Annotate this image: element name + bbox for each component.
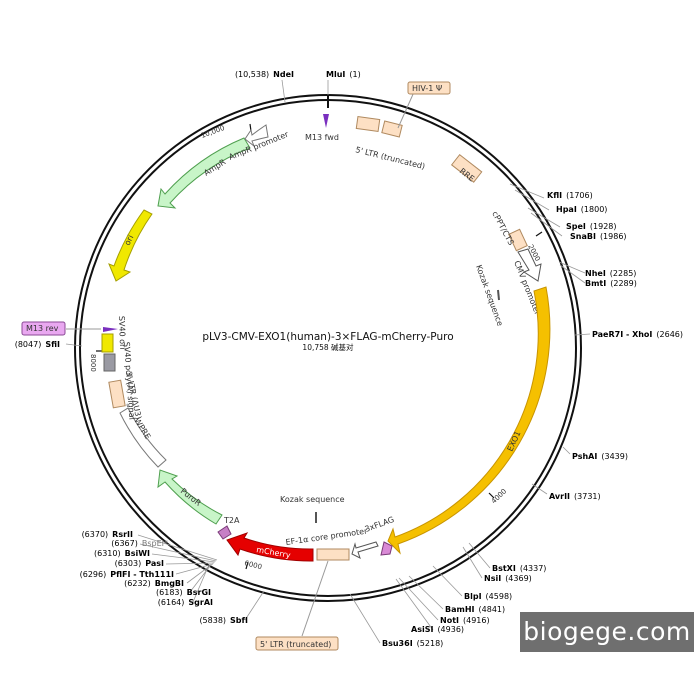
site-snabi: SnaBI(1986) [570, 232, 627, 241]
ltr3-box [108, 379, 126, 409]
site-avrii: AvrII(3731) [549, 492, 601, 501]
site-kfli: KflI(1706) [547, 191, 593, 200]
ef1a-label: EF-1α core promoter [285, 526, 369, 546]
site-spei: SpeI(1928) [566, 222, 617, 231]
site-rsrii: (6370)RsrII [82, 530, 133, 539]
sv40polya-label: SV40 poly(A) signal [122, 342, 136, 421]
mcherry-arrow [226, 532, 314, 562]
flag-marker [380, 541, 393, 556]
wpre-arrow [119, 407, 167, 468]
tick-label-10000: 10,000 [200, 124, 226, 140]
site-bspei: (6367)BspEI* [111, 539, 168, 548]
watermark-box [520, 612, 694, 652]
ampr-arrow [157, 137, 251, 209]
site-noti: NotI(4916) [440, 616, 490, 625]
sv40ori-box [101, 333, 114, 353]
site-bmti: BmtI(2289) [585, 279, 637, 288]
site-nhei: NheI(2285) [585, 269, 636, 278]
plasmid-title: pLV3-CMV-EXO1(human)-3×FLAG-mCherry-Puro [202, 331, 453, 343]
tick-marks [96, 123, 543, 570]
flag-label: 3xFLAG [364, 515, 396, 534]
cppt-box [508, 228, 528, 252]
site-asisi: AsiSI(4936) [411, 625, 464, 634]
site-bsiwi: (6310)BsiWI [94, 549, 150, 558]
site-pshai: PshAI(3439) [572, 452, 628, 461]
site-hpai: HpaI(1800) [556, 205, 607, 214]
ef1a-box [316, 548, 350, 561]
cmv-promoter-arrow [517, 248, 542, 282]
sv40ori-label: SV40 ori [117, 316, 127, 350]
m13-fwd-primer [323, 114, 329, 128]
tick-4000 [488, 492, 495, 499]
site-bsu36i: Bsu36I(5218) [382, 639, 443, 648]
restriction-sites: (10,538)NdeI MluI(1) KflI(1706) HpaI(180… [15, 70, 683, 648]
site-bamhi: BamHI(4841) [445, 605, 505, 614]
ltr5-trunc-box-b [381, 120, 403, 138]
m13-fwd-label: M13 fwd [305, 133, 339, 142]
ltr5-lower-label: 5' LTR (truncated) [260, 640, 331, 649]
sv40polya-box [103, 353, 116, 372]
kozak-upper-mark [497, 289, 500, 301]
ltr5-lower-leader [301, 560, 329, 637]
site-ndei: (10,538)NdeI [235, 70, 294, 79]
watermark-text: biogege.com [523, 617, 691, 646]
ltr5-trunc-label: 5' LTR (truncated) [355, 145, 426, 171]
kozak-lower-label: Kozak sequence [280, 495, 345, 504]
ltr5-trunc-box-a [355, 115, 381, 133]
tick-label-4000: 4000 [490, 487, 508, 505]
m13-rev-label: M13 rev [26, 324, 59, 333]
ori-arrow [108, 209, 153, 282]
hiv-leader [397, 91, 415, 129]
tick-2000 [535, 231, 543, 237]
ori-label: ori [123, 234, 136, 247]
cppt-label: cPPT/CTS [490, 210, 515, 247]
site-pflfi: (6296)PflFI - Tth111I [80, 570, 174, 579]
site-sgrai: (6164)SgrAI [158, 598, 213, 607]
tick-label-8000: 8000 [89, 354, 97, 372]
site-bstxi: BstXI(4337) [492, 564, 546, 573]
ef1a-arrow [351, 541, 379, 559]
exo1-arrow [387, 286, 551, 555]
kozak-upper-label: Kozak sequence [474, 264, 505, 328]
m13-rev-box [21, 321, 66, 336]
rre-box [450, 153, 483, 183]
t2a-marker [217, 525, 232, 540]
site-blpi: BlpI(4598) [464, 592, 512, 601]
m13-rev-primer [103, 327, 118, 332]
hiv-label: HIV-1 Ψ [412, 84, 442, 93]
site-nsii: NsiI(4369) [484, 574, 532, 583]
site-leaders [65, 79, 591, 644]
site-mlui: MluI(1) [326, 70, 361, 79]
site-pasi: (6303)PasI [115, 559, 164, 568]
ampr-promoter-arrow [244, 124, 269, 148]
puror-arrow [157, 469, 223, 525]
hiv-label-box [407, 81, 451, 95]
site-bsrgi: (6183)BsrGI [156, 588, 211, 597]
tick-label-6000: 6000 [244, 559, 263, 571]
t2a-label: T2A [223, 516, 240, 525]
site-bmgbi: (6232)BmgBI [124, 579, 184, 588]
site-sbfi: (5838)SbfI [199, 616, 248, 625]
ltr5-lower-box [255, 636, 339, 651]
tick-6000 [245, 561, 249, 570]
plasmid-length: 10,758 碱基对 [302, 342, 354, 352]
site-paer7i: PaeR7I - XhoI(2646) [592, 330, 683, 339]
site-sfii: (8047)SfiI [15, 340, 60, 349]
